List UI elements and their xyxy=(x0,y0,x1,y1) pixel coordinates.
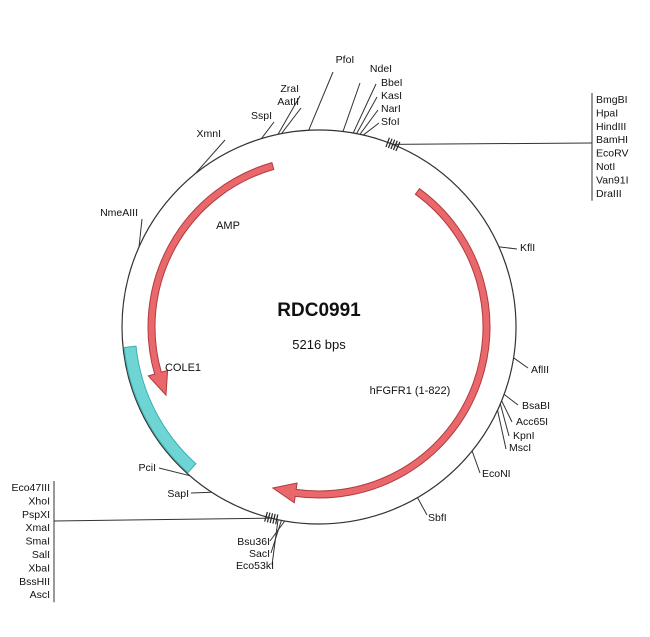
mcs-connector xyxy=(392,142,593,145)
site-aflii-label: AflII xyxy=(531,364,549,376)
mcs-site-hindiii-label: HindIII xyxy=(596,121,626,133)
site-eco53ki-tick xyxy=(271,519,279,566)
mcs-marker xyxy=(385,137,390,148)
site-kpni-label: KpnI xyxy=(513,430,535,442)
site-msci-tick xyxy=(497,410,507,450)
site-xmni-label: XmnI xyxy=(196,128,221,140)
mcs-marker xyxy=(275,514,279,525)
site-econi-label: EcoNI xyxy=(482,468,511,480)
feature-amp-label: AMP xyxy=(216,220,240,232)
site-nmeaiii-label: NmeAIII xyxy=(100,207,138,219)
mcs-site-asci-label: AscI xyxy=(30,589,50,601)
features-layer: AMP hFGFR1 (1-822) COLE1 xyxy=(123,162,491,504)
site-bsabi-label: BsaBI xyxy=(522,400,550,412)
mcs-site-smai-label: SmaI xyxy=(25,536,50,548)
site-nmeaiii-tick xyxy=(138,218,143,247)
site-sspi-label: SspI xyxy=(251,110,272,122)
mcs-marker xyxy=(387,138,393,149)
mcs-site-noti-label: NotI xyxy=(596,161,615,173)
mcs-site-xbai-label: XbaI xyxy=(28,562,50,574)
site-pfoi-label: PfoI xyxy=(336,54,355,66)
mcs-site-eco47iii-label: Eco47III xyxy=(11,482,50,494)
site-econi-tick xyxy=(471,450,481,474)
site-bsu36i-tick xyxy=(269,520,286,542)
site-ndei-label: NdeI xyxy=(370,63,392,75)
site-sbfi-label: SbfI xyxy=(428,512,447,524)
site-sapi-label: SapI xyxy=(167,488,189,500)
mcs-site-draiii-label: DraIII xyxy=(596,188,622,200)
site-msci-label: MscI xyxy=(509,442,531,454)
mcs-marker xyxy=(264,511,268,522)
mcs-site-bmgbi-label: BmgBI xyxy=(596,94,628,106)
mcs-site-xmai-label: XmaI xyxy=(25,522,50,534)
site-pcii-label: PciI xyxy=(138,462,156,474)
site-zrai-label: ZraI xyxy=(280,83,299,95)
site-aflii-tick xyxy=(513,357,529,369)
site-xmni-tick xyxy=(194,139,226,175)
site-sapi-tick xyxy=(190,491,212,494)
mcs-marker xyxy=(395,141,401,152)
mcs-site-sali-label: SalI xyxy=(32,549,50,561)
feature-amp-arrow xyxy=(147,162,275,397)
site-sfoi-label: SfoI xyxy=(381,116,400,128)
site-sbfi-tick xyxy=(417,497,428,516)
feature-cole1-box xyxy=(123,345,197,474)
plasmid-name: RDC0991 xyxy=(277,300,361,321)
site-kpni-tick xyxy=(499,403,510,437)
feature-cole1-label: COLE1 xyxy=(165,362,201,374)
mcs-site-van91i-label: Van91I xyxy=(596,174,629,186)
site-kfli-tick xyxy=(498,246,518,250)
site-saci-label: SacI xyxy=(249,548,270,560)
site-nari-tick xyxy=(359,109,379,135)
site-bsu36i-label: Bsu36I xyxy=(237,536,270,548)
plasmid-backbone xyxy=(121,129,517,525)
site-ndei-tick xyxy=(342,82,361,132)
site-eco53ki-label: Eco53kI xyxy=(236,560,274,572)
site-acc65i-tick xyxy=(501,400,513,423)
mcs-site-bamhi-label: BamHI xyxy=(596,134,628,146)
site-pcii-tick xyxy=(158,467,190,477)
mcs-site-bsshii-label: BssHII xyxy=(19,576,50,588)
mcs-site-pspxi-label: PspXI xyxy=(22,509,50,521)
site-bsabi-tick xyxy=(503,393,519,406)
site-kasi-tick xyxy=(356,96,378,134)
site-nari-label: NarI xyxy=(381,103,401,115)
mcs-marker xyxy=(266,512,271,523)
feature-hfgfr1-label: hFGFR1 (1-822) xyxy=(370,385,451,397)
site-acc65i-label: Acc65I xyxy=(516,416,548,428)
site-sfoi-tick xyxy=(363,122,380,136)
feature-hfgfr1-arrow xyxy=(271,187,491,504)
mcs-marker xyxy=(272,513,276,524)
mcs-connector xyxy=(53,517,272,522)
site-sspi-tick xyxy=(261,121,275,139)
mcs-site-ecorv-label: EcoRV xyxy=(596,148,629,160)
site-zrai-tick xyxy=(277,95,301,135)
plasmid-size: 5216 bps xyxy=(292,337,346,352)
mcs-marker xyxy=(392,140,398,151)
site-kfli-label: KflI xyxy=(520,242,535,254)
mcs-site-hpai-label: HpaI xyxy=(596,107,618,119)
site-bbei-label: BbeI xyxy=(381,77,403,89)
site-kasi-label: KasI xyxy=(381,90,402,102)
mcs-site-xhoi-label: XhoI xyxy=(28,495,50,507)
site-aatii-tick xyxy=(281,107,302,134)
site-pfoi-tick xyxy=(308,71,334,131)
site-aatii-label: AatII xyxy=(277,96,299,108)
site-bbei-tick xyxy=(352,83,377,134)
